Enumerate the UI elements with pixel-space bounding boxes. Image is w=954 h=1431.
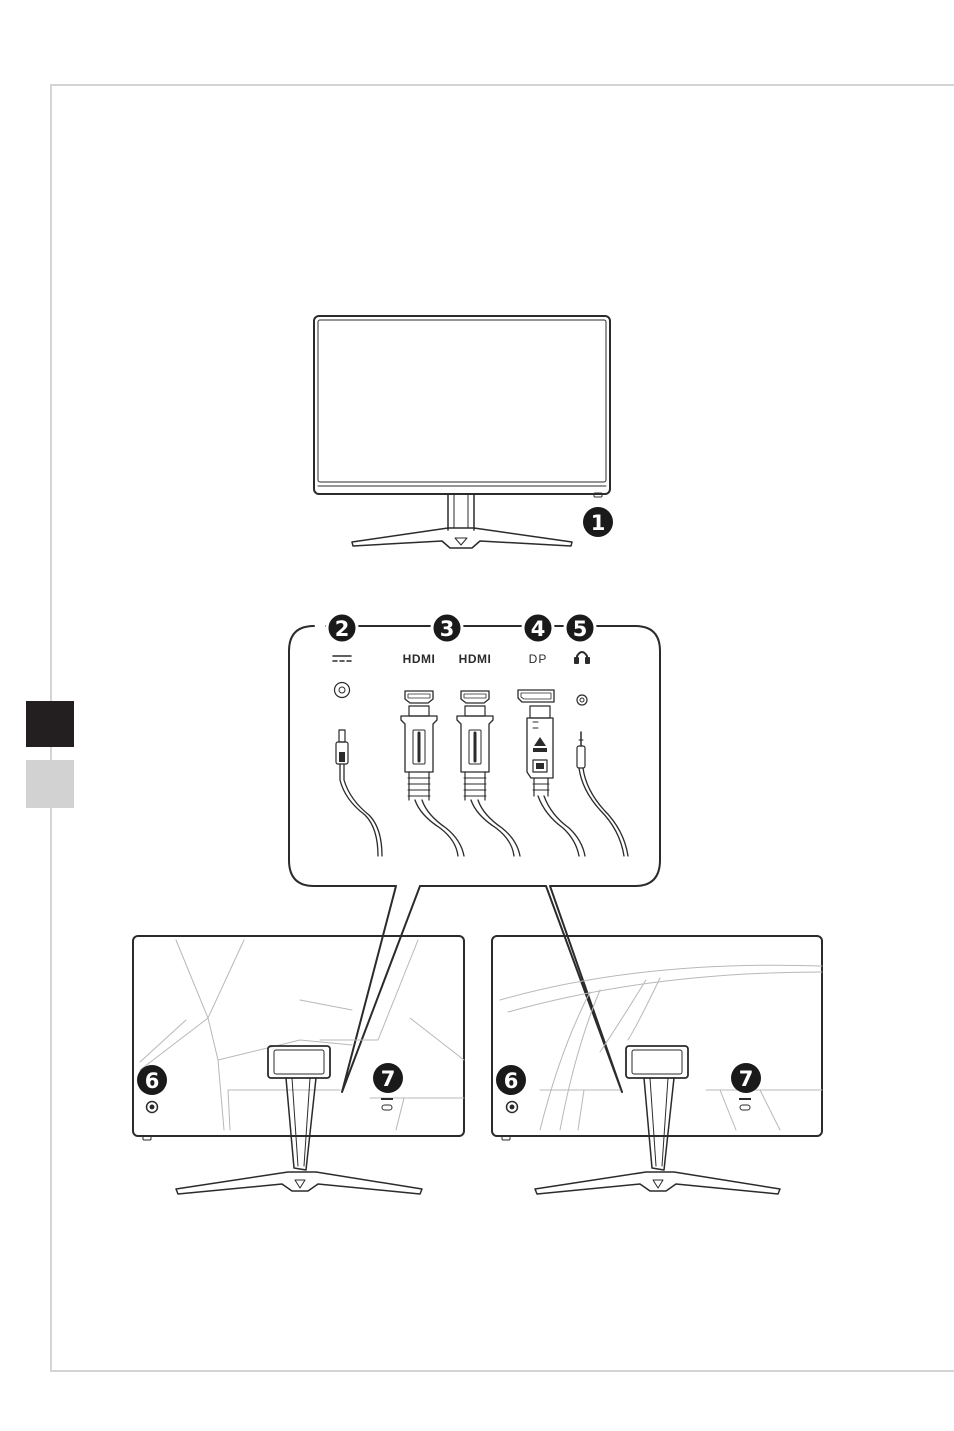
front-monitor (314, 316, 610, 548)
hdmi-label-1: HDMI (403, 652, 436, 666)
svg-text:6: 6 (504, 1069, 519, 1093)
dp-cable (527, 706, 585, 856)
cables (336, 706, 628, 856)
hdmi-label-2: HDMI (459, 652, 492, 666)
hdmi-port-2 (461, 691, 489, 703)
svg-text:2: 2 (335, 617, 350, 641)
callout-7-left: 7 (373, 1063, 403, 1093)
dp-port (518, 690, 554, 702)
svg-text:4: 4 (531, 617, 546, 641)
dc-power-icon (333, 656, 351, 661)
svg-text:7: 7 (381, 1067, 396, 1091)
hdmi-cable-1 (401, 706, 464, 856)
callout-2: 2 (327, 613, 357, 643)
svg-text:7: 7 (739, 1067, 754, 1091)
svg-text:6: 6 (145, 1069, 160, 1093)
rear-monitor-left (133, 936, 464, 1194)
svg-text:1: 1 (591, 511, 606, 535)
callout-6-right: 6 (496, 1065, 526, 1095)
callout-1: 1 (583, 507, 613, 537)
rear-monitor-right (492, 936, 822, 1194)
callout-4: 4 (523, 613, 553, 643)
headphone-port (577, 695, 587, 705)
ports-row (335, 683, 588, 706)
callout-7-right: 7 (731, 1063, 761, 1093)
dp-label: DP (529, 652, 548, 666)
svg-text:3: 3 (440, 617, 455, 641)
dc-cable (336, 730, 382, 856)
callout-6-left: 6 (137, 1065, 167, 1095)
svg-text:5: 5 (573, 617, 588, 641)
kensington-lock-icon (739, 1098, 751, 1110)
headphone-cable (577, 732, 628, 856)
callout-3: 3 (432, 613, 462, 643)
hdmi-port-1 (405, 691, 433, 703)
hdmi-cable-2 (457, 706, 520, 856)
port-panel-bubble (289, 626, 660, 1092)
headphone-icon (575, 652, 589, 663)
kensington-lock-icon (381, 1098, 393, 1110)
dc-power-port (335, 683, 350, 698)
callout-5: 5 (565, 613, 595, 643)
